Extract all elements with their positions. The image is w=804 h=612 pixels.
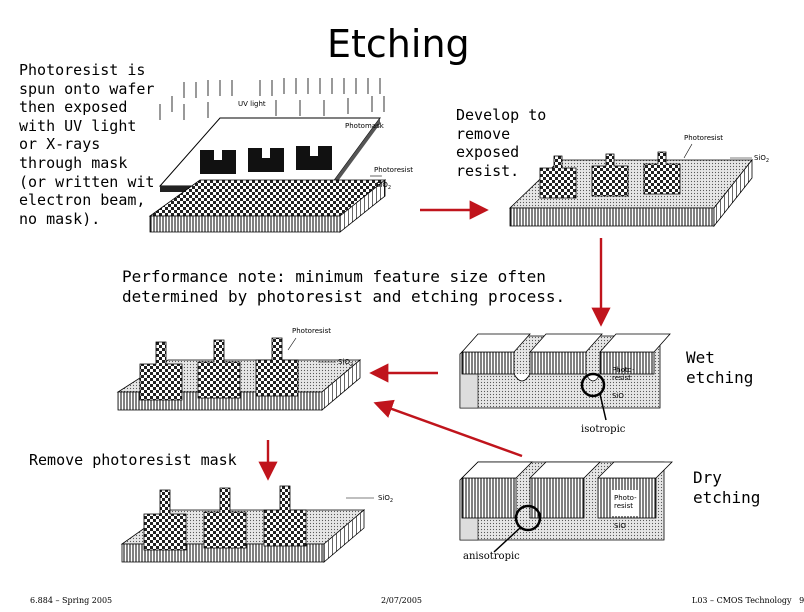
isotropic-magnifier-ring [580,372,606,398]
slide-title: Etching [327,22,470,66]
sio2-label-5: SiO2 [378,494,393,504]
intro-text: Photoresist is spun onto wafer then expo… [19,61,155,228]
remove-mask-label: Remove photoresist mask [29,451,237,469]
photoresist-label-2: Photoresist [684,134,723,142]
dry-etching-label: Dry etching [693,468,761,507]
anisotropic-magnifier-ring [514,504,542,532]
resist-removed-figure: SiO2 [120,485,393,563]
anisotropic-label: anisotropic [463,551,520,562]
photoresist-label-3: Photoresist [292,327,331,335]
sio2-label-3: SiO2 [338,358,353,368]
performance-note: Performance note: minimum feature size o… [122,267,566,306]
sio2-label-wet: SiO [612,392,624,400]
isotropic-pointer-line [599,393,607,421]
svg-text:Photo-resist: Photo-resist [614,494,637,510]
anisotropic-pointer-line [493,527,521,553]
photoresist-label-1: Photoresist [374,166,413,174]
etched-with-resist-figure: Photoresist SiO2 [116,327,362,411]
footer-left: 6.884 – Spring 2005 [30,596,113,605]
footer-right: L03 – CMOS Technology 9 [692,596,804,605]
arrow-dry-to-etched [373,399,523,458]
wet-etching-label: Wet etching [686,348,754,387]
sio2-label-1: SiO2 [376,181,391,191]
sio2-label-2: SiO2 [754,154,769,164]
dry-etch-figure: Photo-resist SiO [459,461,673,553]
developed-figure: Photoresist SiO2 [509,134,769,228]
wet-etch-figure: Photo-resist SiO [459,333,671,421]
process-arrows [258,200,611,481]
isotropic-label: isotropic [581,424,626,435]
photomask-label: Photomask [345,122,385,130]
footer-center: 2/07/2005 [381,596,423,605]
develop-text: Develop to remove exposed resist. [456,106,547,180]
uv-light-label: UV light [238,100,266,108]
sio2-label-dry: SiO [614,522,626,530]
exposure-figure: UV light Photomask Photoresist SiO2 [148,78,413,233]
photoresist-label-wet: Photo-resist [612,366,635,382]
